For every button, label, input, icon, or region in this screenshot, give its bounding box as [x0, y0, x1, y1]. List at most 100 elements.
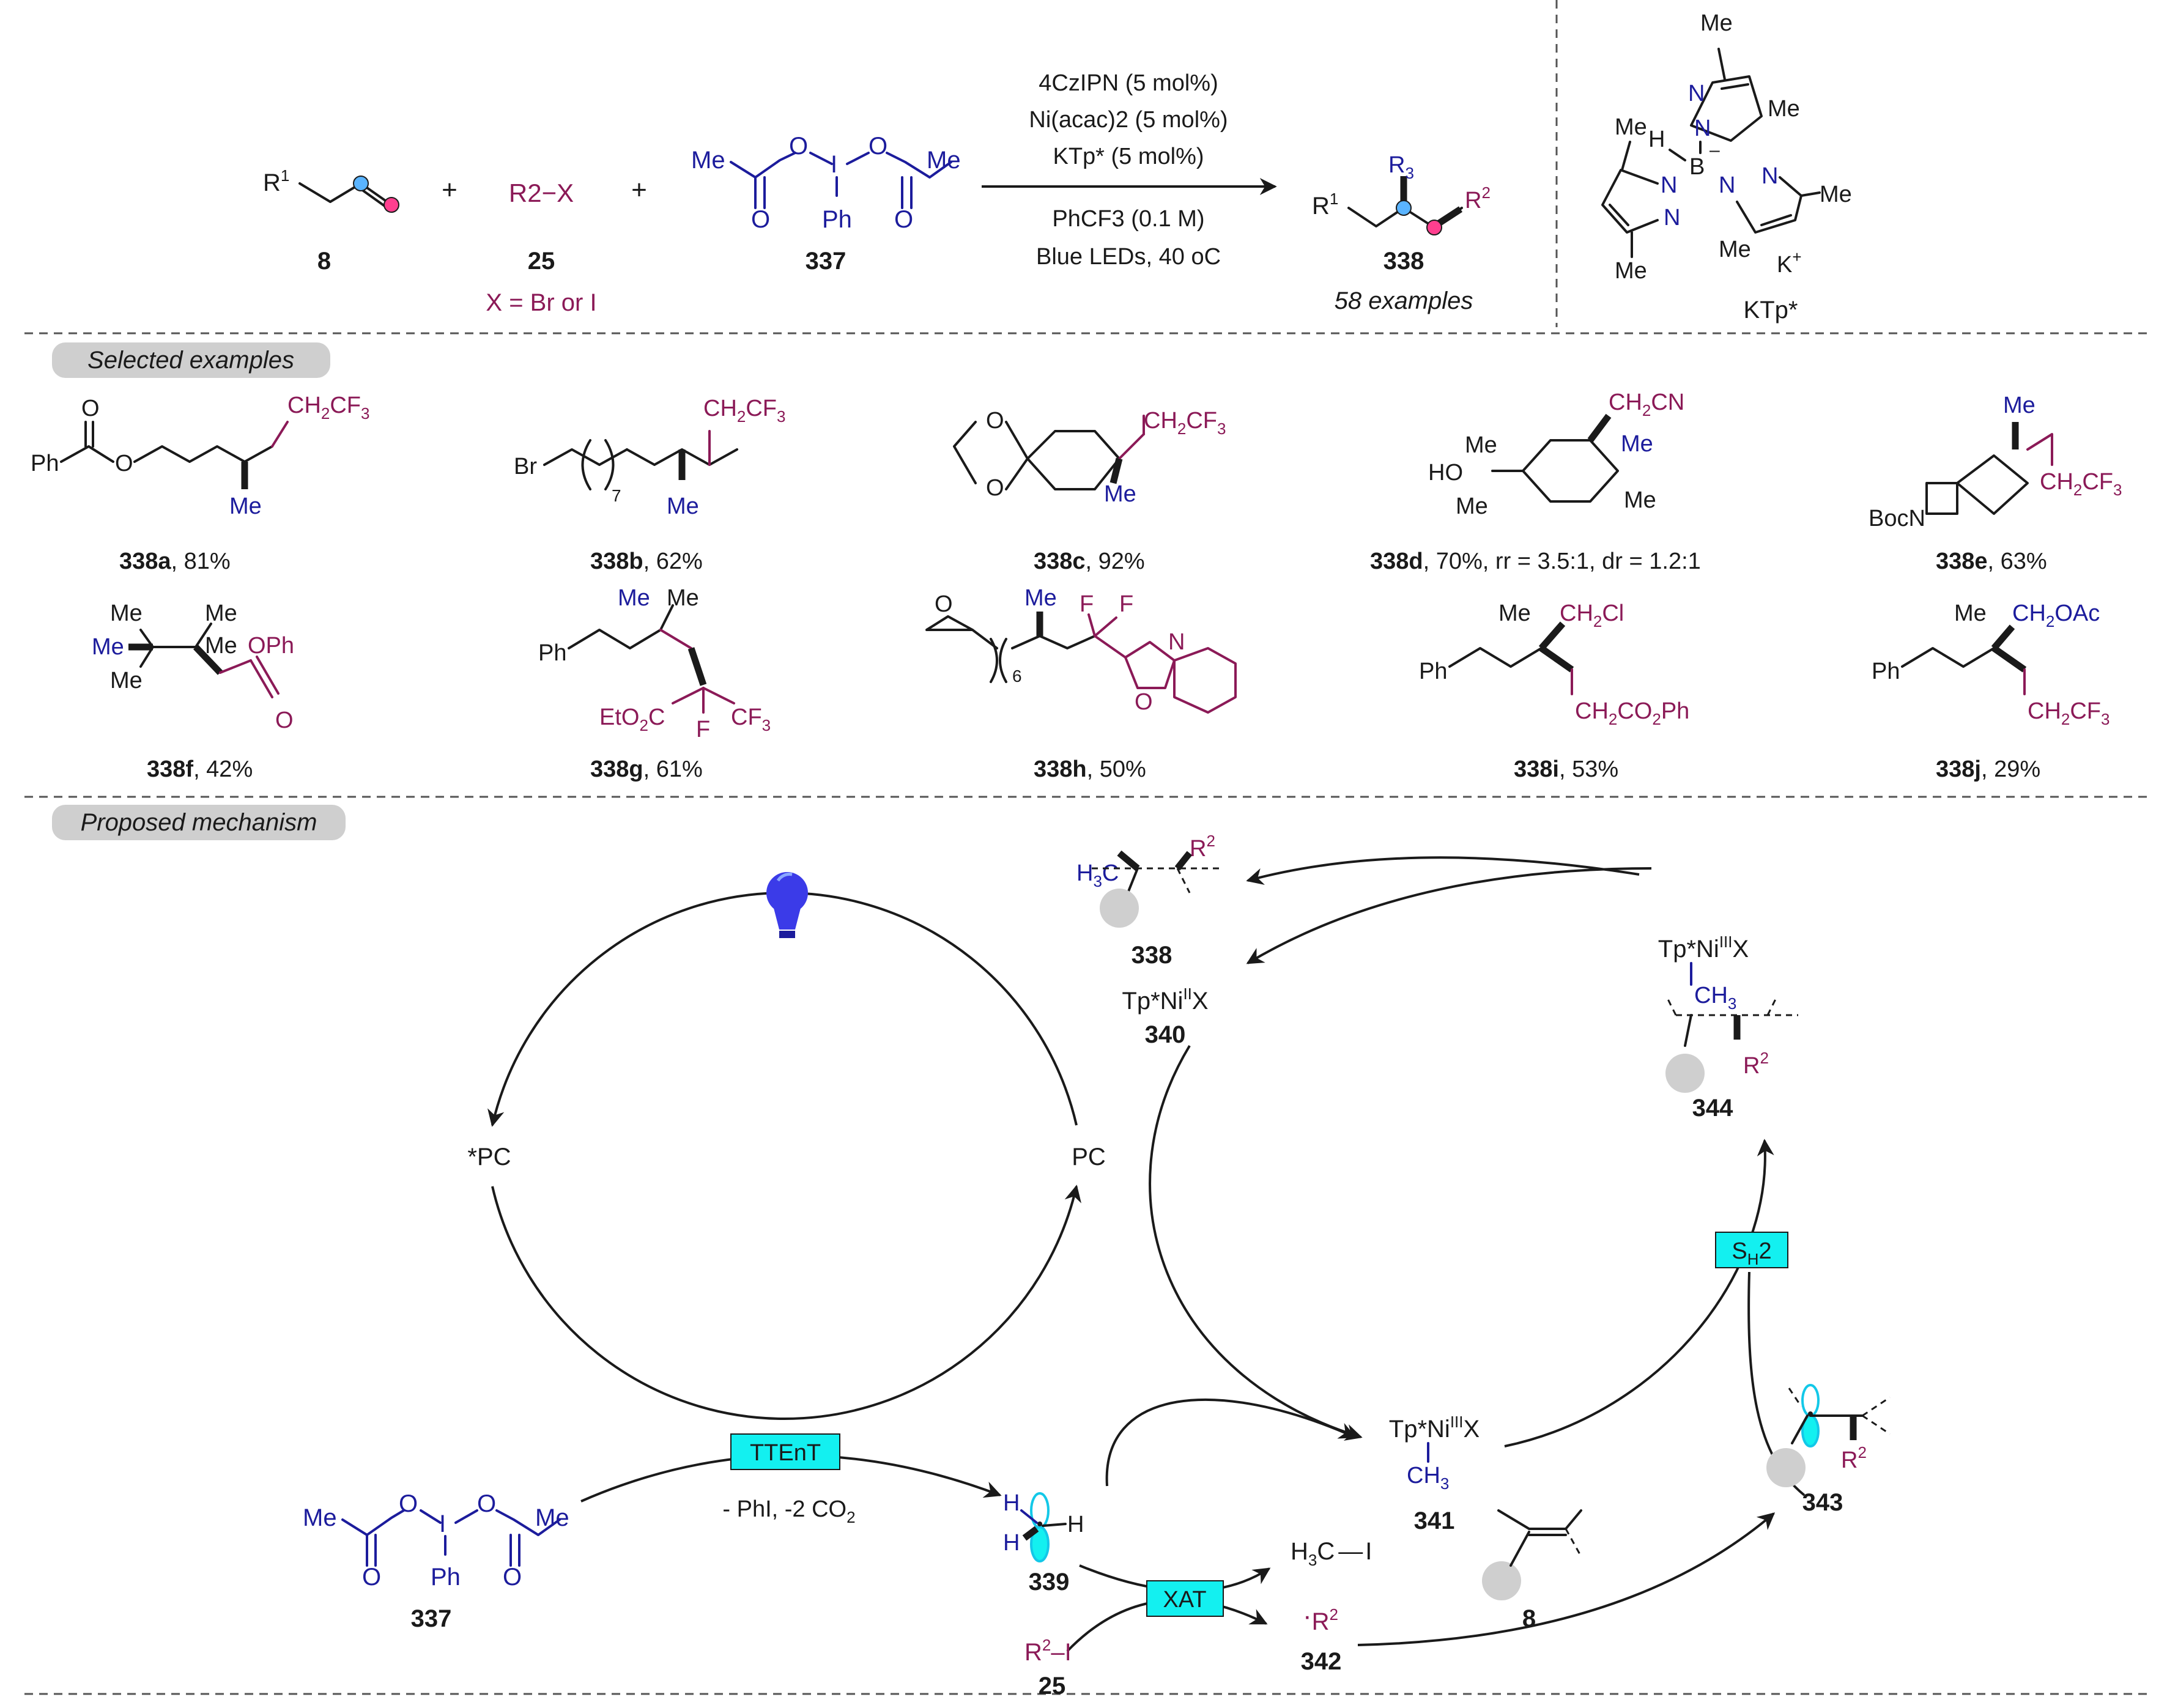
example-338g: Ph Me Me EtO2C CF3 F — [538, 585, 771, 742]
svg-text:Me: Me — [1621, 431, 1653, 457]
svg-text:O: O — [986, 475, 1004, 501]
svg-text:Ph: Ph — [431, 1564, 461, 1591]
svg-text:Me: Me — [205, 633, 237, 659]
alkene-8: R1 8 — [263, 166, 399, 275]
alkene-8-mechanism: 8 — [1482, 1509, 1582, 1632]
svg-text:Me: Me — [110, 601, 143, 626]
example-338c: O O CH2CF3 Me — [953, 408, 1226, 507]
svg-text:Me: Me — [1700, 10, 1733, 36]
svg-text:+: + — [442, 175, 457, 205]
svg-text:N: N — [1694, 116, 1711, 141]
svg-text:Me: Me — [1024, 585, 1057, 611]
condition-catalyst: 4CzIPN (5 mol%) — [1039, 70, 1218, 96]
svg-text:Me: Me — [667, 494, 699, 519]
alkene-8-mechanism-label: 8 — [1522, 1605, 1536, 1632]
svg-text:O: O — [81, 396, 100, 421]
pc-label: PC — [1072, 1144, 1106, 1170]
svg-text:Me: Me — [1104, 481, 1136, 507]
svg-text:F: F — [1119, 591, 1133, 617]
label-338a: 338a, 81% — [119, 549, 231, 574]
svg-text:Me: Me — [1615, 258, 1647, 284]
example-338d: Me HO Me CH2CN Me Me — [1428, 390, 1684, 519]
svg-text:Ph: Ph — [822, 206, 852, 233]
product-338: R1 R3 R2 338 58 examples — [1312, 152, 1491, 314]
oxidant-337-mechanism: Me O O I Ph O O Me 337 — [303, 1490, 569, 1632]
svg-text:OPh: OPh — [248, 633, 294, 659]
svg-text:BocN: BocN — [1869, 506, 1925, 531]
svg-text:Ph: Ph — [1872, 659, 1900, 684]
svg-text:Ph: Ph — [31, 451, 59, 476]
example-338j: Ph Me CH2OAc CH2CF3 — [1872, 601, 2110, 728]
svg-text:H: H — [1067, 1512, 1084, 1537]
svg-text:CF3: CF3 — [731, 704, 771, 734]
svg-text:EtO2C: EtO2C — [599, 704, 665, 734]
svg-text:CH2OAc: CH2OAc — [2012, 601, 2100, 630]
examples-title: Selected examples — [87, 347, 294, 374]
svg-text:F: F — [696, 717, 710, 742]
alkyl-radical-342-label: 342 — [1301, 1648, 1342, 1675]
ni-iii-alkyl-344-label: 344 — [1692, 1095, 1733, 1122]
condition-ligand: KTp* (5 mol%) — [1053, 144, 1204, 169]
svg-text:6: 6 — [1012, 667, 1022, 686]
svg-text:R2: R2 — [1841, 1443, 1867, 1473]
label-338d: 338d, 70%, rr = 3.5:1, dr = 1.2:1 — [1370, 549, 1701, 574]
radical-addition-arrow — [1357, 1512, 1776, 1646]
label-338g: 338g, 61% — [590, 756, 703, 782]
svg-text:R3: R3 — [1388, 152, 1414, 182]
svg-text:R1: R1 — [1312, 190, 1338, 220]
ttent-label: TTEnT — [750, 1440, 821, 1466]
label-338i: 338i, 53% — [1514, 756, 1618, 782]
svg-text:O: O — [503, 1564, 522, 1591]
alkyl-radical-label: ·R2 — [1303, 1601, 1338, 1635]
label-338f: 338f, 42% — [147, 756, 253, 782]
svg-text:CH2CF3: CH2CF3 — [287, 393, 369, 423]
svg-text:O: O — [789, 133, 808, 160]
svg-text:Me: Me — [1498, 601, 1531, 626]
examples-pill — [52, 342, 330, 378]
svg-text:7: 7 — [612, 486, 621, 505]
alkyl-halide-25-label: 25 — [1039, 1673, 1066, 1699]
oxidant-337-label: 337 — [806, 248, 846, 275]
svg-text:Me: Me — [618, 585, 650, 611]
ni-ii-label: Tp*NiIIX — [1122, 985, 1208, 1015]
label-338e: 338e, 63% — [1936, 549, 2047, 574]
label-338j: 338j, 29% — [1936, 756, 2040, 782]
svg-text:CH2CN: CH2CN — [1609, 390, 1684, 420]
svg-text:HO: HO — [1428, 460, 1463, 486]
example-338b: Br 7 CH2CF3 Me — [514, 396, 785, 519]
methyl-radical-339-label: 339 — [1029, 1569, 1070, 1595]
svg-text:N: N — [1761, 163, 1778, 189]
example-338e: BocN Me CH2CF3 — [1869, 393, 2122, 531]
svg-text:CH2CF3: CH2CF3 — [1144, 408, 1226, 438]
svg-text:K+: K+ — [1777, 248, 1802, 278]
svg-text:O: O — [894, 206, 913, 233]
sh2-box — [1715, 1232, 1788, 1268]
svg-text:Me: Me — [303, 1504, 337, 1531]
product-338-mechanism-label: 338 — [1132, 942, 1172, 969]
svg-text:Me: Me — [110, 668, 143, 693]
svg-text:Ph: Ph — [538, 640, 566, 666]
svg-text:Me: Me — [927, 147, 961, 174]
svg-text:CH3: CH3 — [1407, 1463, 1449, 1493]
methyl-iodide-label: H3C—I — [1291, 1538, 1372, 1569]
mechanism-title: Proposed mechanism — [81, 809, 317, 836]
svg-text:H: H — [1003, 1490, 1020, 1516]
svg-text:Ph: Ph — [1419, 659, 1447, 684]
example-338h: O 6 Me F F N O — [925, 585, 1237, 715]
svg-text:O: O — [986, 408, 1004, 434]
svg-text:O: O — [869, 133, 887, 160]
svg-text:B: B — [1689, 154, 1705, 180]
label-338c: 338c, 92% — [1034, 549, 1145, 574]
example-338a: Ph O O CH2CF3 Me — [31, 393, 369, 519]
xat-box — [1146, 1580, 1224, 1617]
svg-text:N: N — [1661, 172, 1677, 198]
svg-text:N: N — [1664, 205, 1680, 231]
adduct-radical-343-label: 343 — [1802, 1489, 1843, 1516]
svg-text:O: O — [935, 591, 953, 617]
ni-iii-alkyl-344: Tp*NiIIIX CH3 R2 344 — [1658, 933, 1798, 1122]
svg-text:O: O — [751, 206, 770, 233]
example-338i: Ph Me CH2Cl CH2CO2Ph — [1419, 601, 1689, 728]
svg-text:R2: R2 — [1465, 183, 1491, 213]
pc-cycle-lower — [491, 1185, 1081, 1421]
svg-text:Tp*NiIIIX: Tp*NiIIIX — [1658, 933, 1749, 963]
